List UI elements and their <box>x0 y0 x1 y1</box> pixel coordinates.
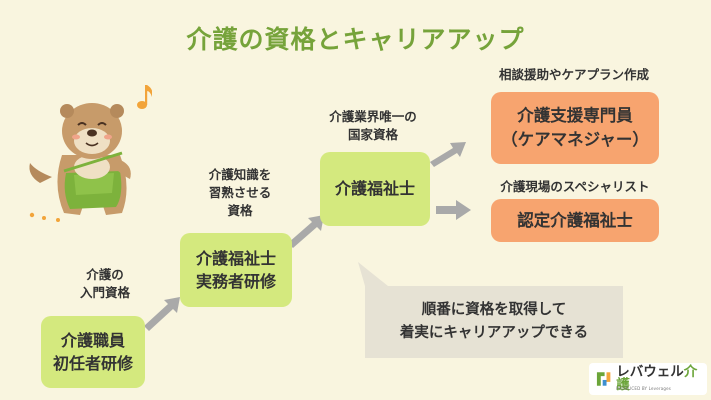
arrow-step2-to-step3 <box>288 215 324 248</box>
step-2-caption: 介護知識を 習熟させる 資格 <box>208 167 272 219</box>
arrow-step3-to-goal2 <box>436 200 471 220</box>
logo-text-accent: 介護 <box>616 363 698 393</box>
leverages-logo: レバウェル介護 PRODUCED BY Leverages <box>589 363 707 395</box>
step-1-caption: 介護の 入門資格 <box>79 267 130 301</box>
goal-1-caption: 相談援助やケアプラン作成 <box>498 67 649 82</box>
diagram-title: 介護の資格とキャリアアップ <box>186 25 525 54</box>
logo-mark-icon <box>596 372 611 386</box>
step-2-box: 介護福祉士 実務者研修 <box>180 233 292 307</box>
step-3-box: 介護福祉士 <box>320 152 430 226</box>
arrow-step3-to-goal1 <box>430 142 466 167</box>
music-note-icon <box>137 85 152 109</box>
goal-1-box: 介護支援専門員 （ケアマネジャー） <box>491 92 659 164</box>
step-1-box: 介護職員 初任者研修 <box>41 316 145 388</box>
goal-2-caption: 介護現場のスペシャリスト <box>500 179 650 194</box>
arrow-step1-to-step2 <box>144 297 180 331</box>
logo-text-main: レバウェル <box>616 363 684 380</box>
summary-note: 順番に資格を取得して 着実にキャリアアップできる <box>365 286 623 358</box>
otter-mascot-illustration <box>29 85 152 222</box>
goal-2-box: 認定介護福祉士 <box>491 199 659 242</box>
note-tail <box>358 262 388 286</box>
step-3-caption: 介護業界唯一の 国家資格 <box>329 109 417 143</box>
logo-subtext: PRODUCED BY Leverages <box>616 386 672 391</box>
